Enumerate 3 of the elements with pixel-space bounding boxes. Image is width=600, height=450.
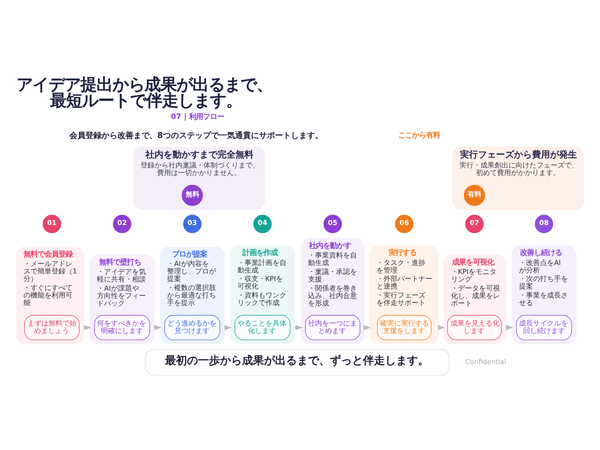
diagram-title: アイデア提出から成果が出るまで、最短ルートで伴走します。 [16,74,272,110]
node-box: 最初の一歩から成果が出るまで、ずっと伴走します。 [144,348,450,376]
label: 会員登録から改善まで、8つのステップで一気通貫にサポートします。 [69,130,323,140]
